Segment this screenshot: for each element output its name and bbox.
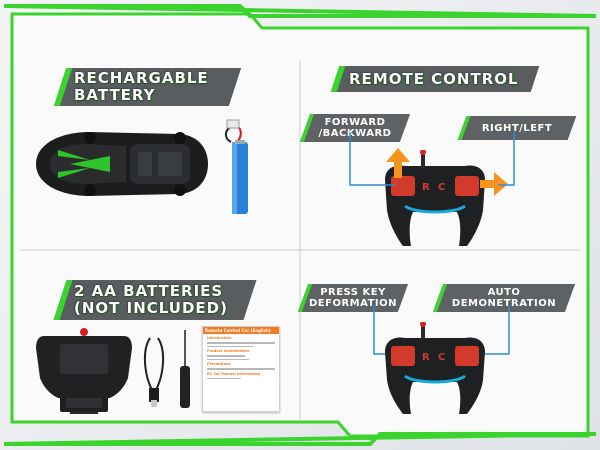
rechargeable-battery-image [225, 119, 248, 214]
auto-demonstration-label: AUTO DEMONETRATION [432, 284, 576, 312]
manual-precautions: Precautions [207, 362, 231, 366]
right-arrow-icon [480, 172, 508, 196]
aa-title-line1: 2 AA BATTERIES [74, 282, 224, 300]
forward-line1: FORWARD [324, 117, 386, 128]
remote-control-bottom-image: R C [385, 322, 485, 414]
remote-control-back-image [36, 328, 132, 414]
remote-bottom-key-r: R [422, 352, 430, 363]
press-key-deformation-label: PRESS KEY DEFORMATION [297, 284, 409, 312]
right-left-text: RIGHT/LEFT [481, 122, 553, 134]
car-top-view-image [36, 132, 208, 196]
auto-line1: AUTO [487, 287, 521, 298]
aa-batteries-banner: 2 AA BATTERIES (NOT INCLUDED) [53, 280, 257, 320]
up-arrow-icon [386, 148, 410, 178]
remote-bottom-key-c: C [438, 352, 445, 363]
screwdriver-image [180, 330, 190, 408]
forward-backward-label: FORWARD /BACKWARD [299, 114, 411, 142]
remote-control-banner: REMOTE CONTROL [330, 66, 540, 92]
manual-intro: Introduction [207, 336, 232, 340]
remote-control-top-image: R C [385, 150, 485, 246]
manual-rc-info: RC Car Manual Information [207, 371, 261, 376]
forward-line2: /BACKWARD [318, 128, 392, 139]
battery-cover-image [60, 394, 108, 412]
right-left-label: RIGHT/LEFT [457, 116, 577, 140]
usb-cable-image [144, 337, 164, 407]
remote-key-r: R [422, 182, 430, 193]
instruction-manual-image: Remote Control Car (English) Introductio… [202, 326, 280, 412]
auto-line2: DEMONETRATION [451, 298, 557, 309]
remote-control-title: REMOTE CONTROL [349, 69, 519, 88]
press-line1: PRESS KEY [320, 287, 386, 298]
manual-title: Remote Control Car (English) [203, 327, 279, 334]
rechargeable-battery-banner: RECHARGABLE BATTERY [53, 68, 242, 106]
battery-title-line1: RECHARGABLE [74, 69, 209, 87]
aa-title-line2: (NOT INCLUDED) [74, 299, 228, 317]
manual-spec: Product Specification [207, 349, 250, 353]
press-line2: DEFORMATION [309, 298, 397, 309]
battery-title-line2: BATTERY [74, 86, 156, 104]
remote-key-c: C [438, 182, 445, 193]
